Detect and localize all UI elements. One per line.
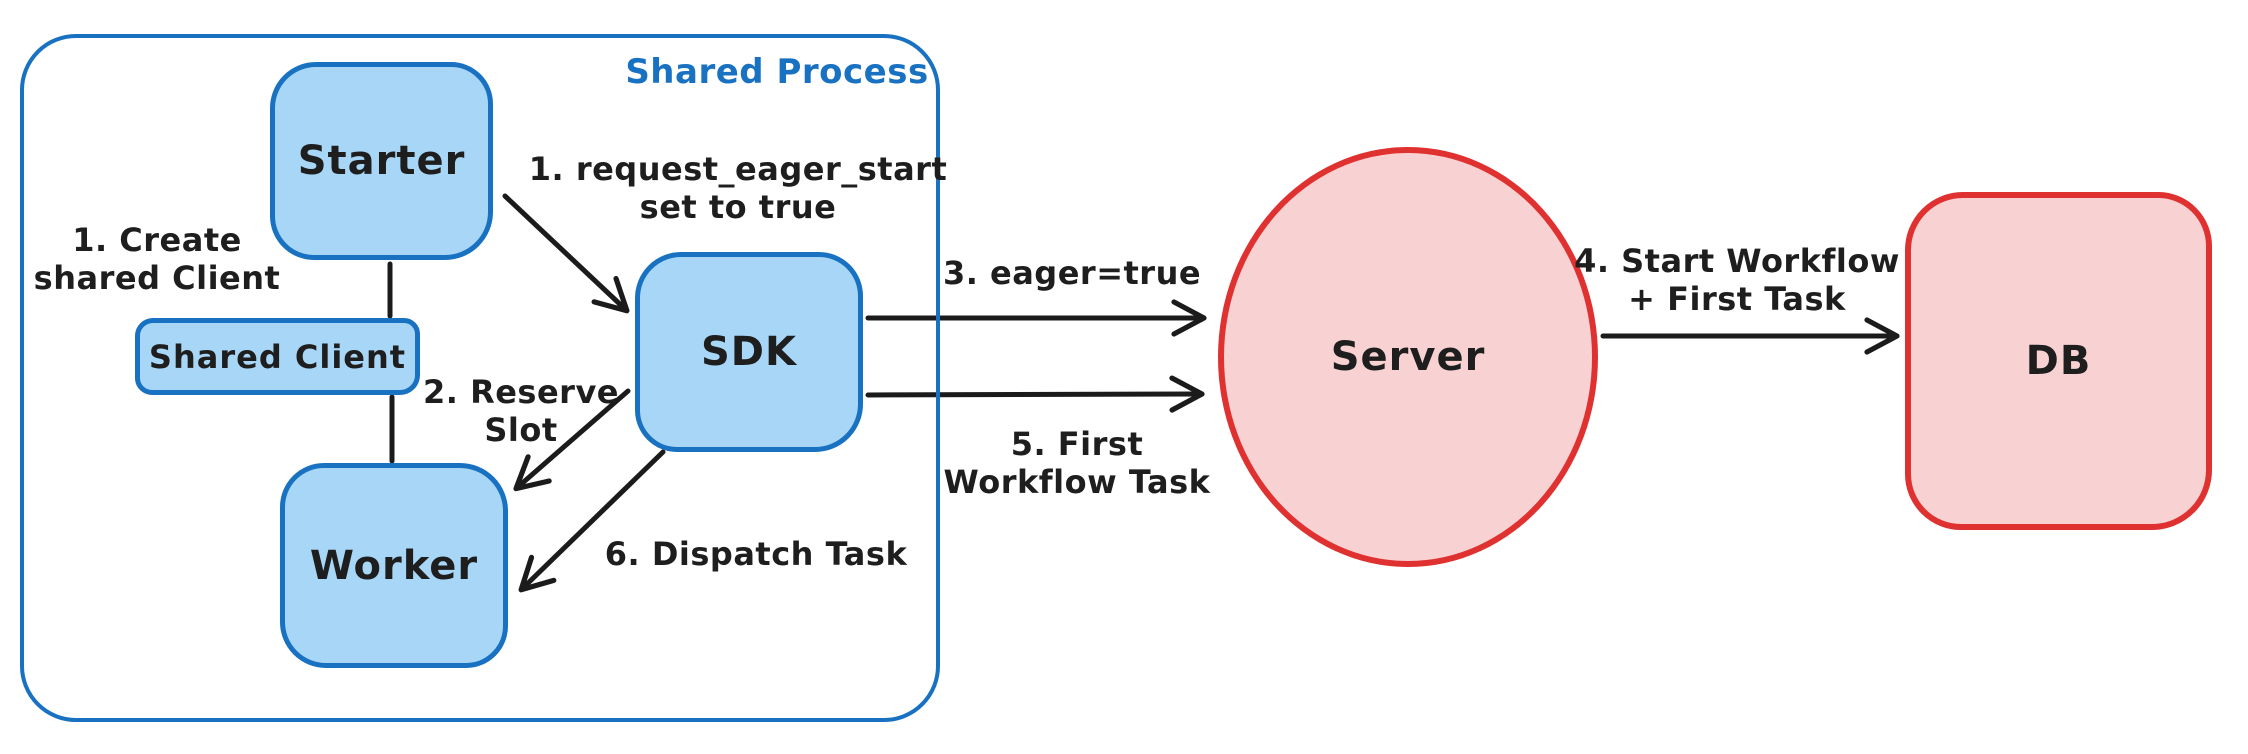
annotation-eager-true: 3. eager=true bbox=[942, 254, 1202, 292]
shared-process-container bbox=[20, 34, 940, 722]
sdk-node: SDK bbox=[635, 252, 863, 452]
db-node: DB bbox=[1905, 192, 2212, 530]
starter-label: Starter bbox=[297, 138, 466, 184]
worker-label: Worker bbox=[309, 542, 479, 589]
starter-node: Starter bbox=[270, 62, 493, 260]
annotation-first-workflow-task: 5. First Workflow Task bbox=[943, 425, 1211, 501]
server-node: Server bbox=[1218, 147, 1598, 567]
annotation-reserve-slot: 2. Reserve Slot bbox=[423, 373, 619, 449]
annotation-create-shared-client: 1. Create shared Client bbox=[33, 221, 281, 297]
annotation-start-workflow-first-task: 4. Start Workflow + First Task bbox=[1574, 242, 1900, 318]
worker-node: Worker bbox=[280, 463, 508, 668]
sdk-label: SDK bbox=[700, 329, 797, 375]
shared-process-label: Shared Process bbox=[625, 52, 929, 92]
annotation-request-eager-start: 1. request_eager_start set to true bbox=[528, 150, 948, 226]
annotation-dispatch-task: 6. Dispatch Task bbox=[604, 535, 908, 573]
server-label: Server bbox=[1330, 334, 1486, 380]
shared-client-label: Shared Client bbox=[148, 337, 407, 376]
db-label: DB bbox=[2025, 338, 2092, 384]
shared-client-node: Shared Client bbox=[135, 318, 420, 395]
